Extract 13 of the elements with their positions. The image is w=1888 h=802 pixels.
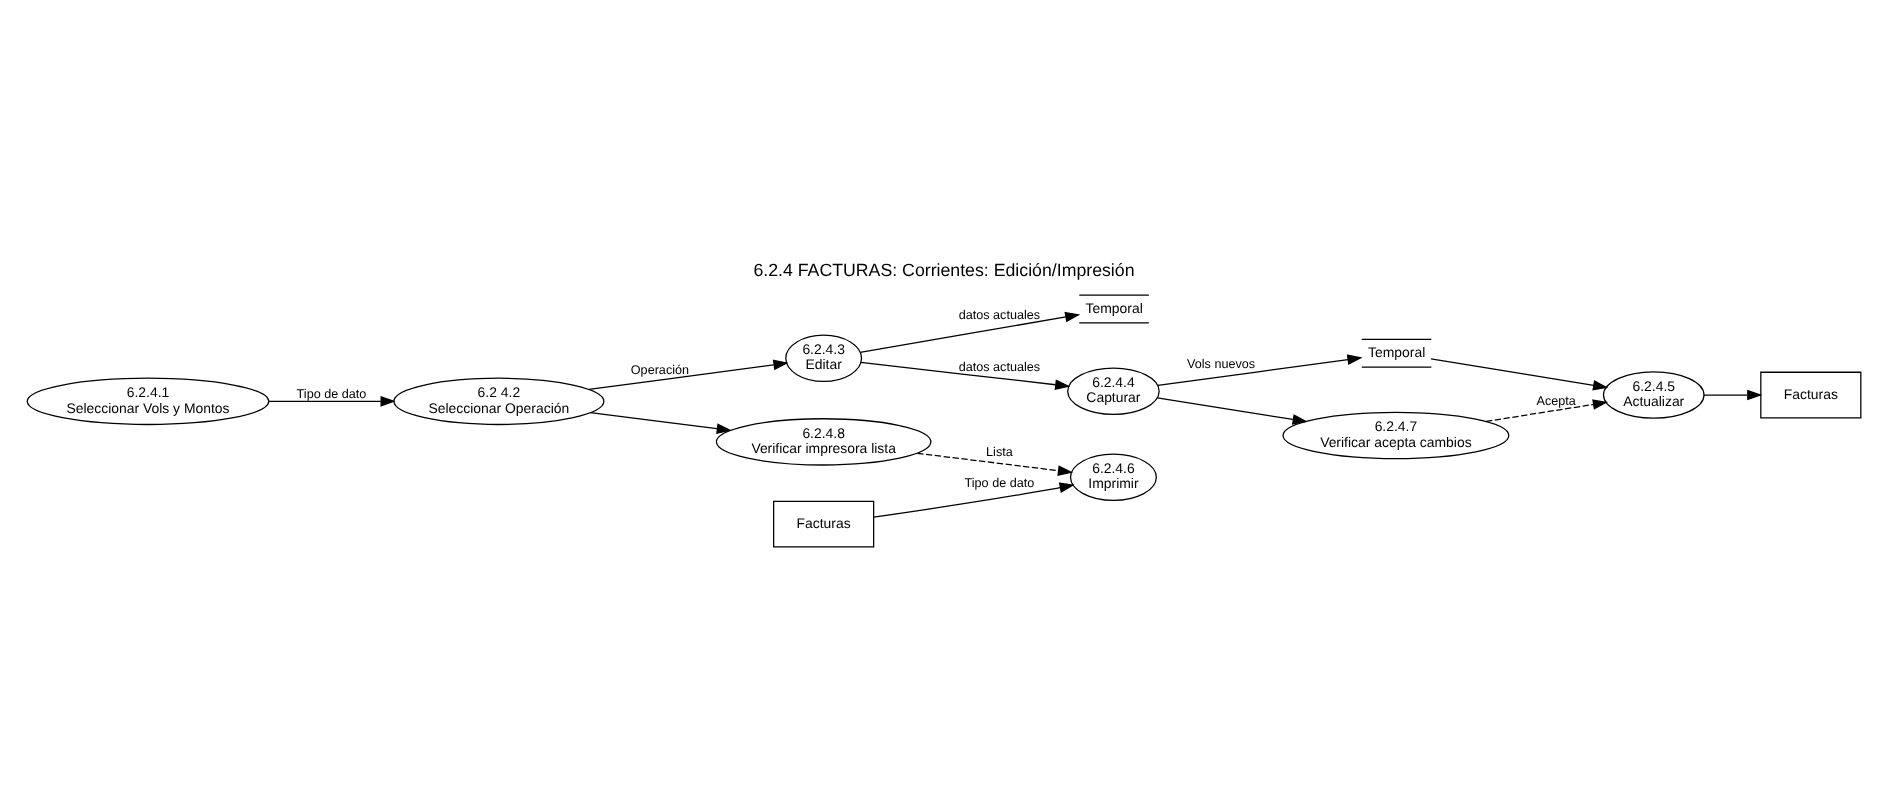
arrow (860, 360, 1071, 389)
arrow (588, 358, 789, 390)
arrow (916, 451, 1074, 475)
arrow (1156, 396, 1308, 424)
arrow (1157, 353, 1363, 386)
arrow (873, 481, 1075, 517)
arrow (1485, 398, 1609, 422)
diagram-title: 6.2.4 FACTURAS: Corrientes: Edición/Impresión (753, 259, 1135, 280)
arrow (589, 411, 732, 433)
arrow (1703, 388, 1763, 400)
arrow (859, 310, 1081, 352)
arrow (1430, 357, 1609, 390)
arrow (268, 395, 396, 406)
